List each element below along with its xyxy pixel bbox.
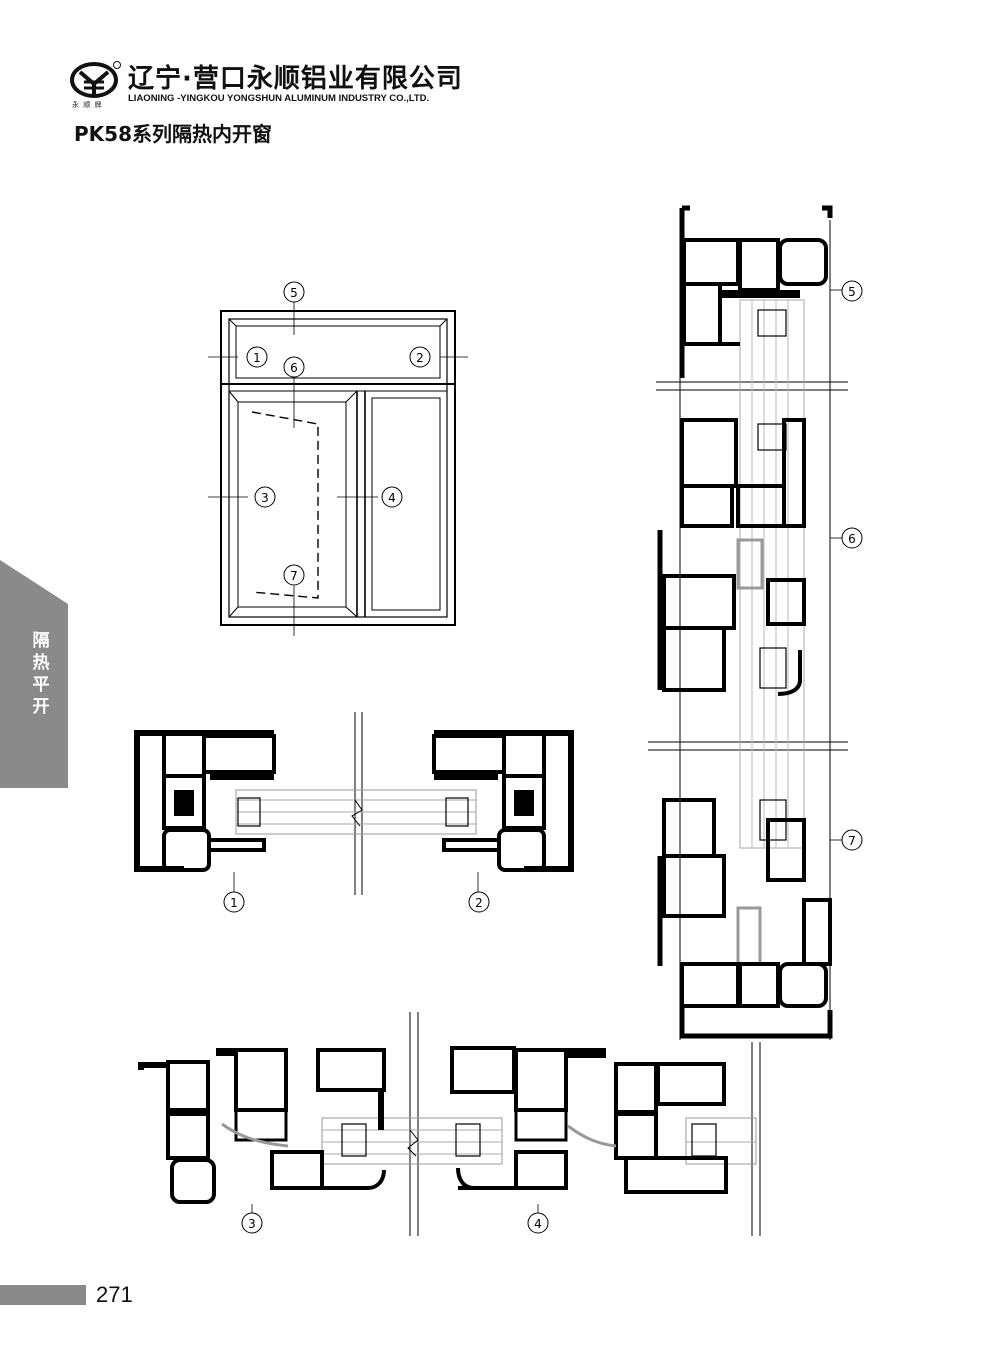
svg-text:7: 7: [848, 834, 856, 848]
brand-mark-text: 永 顺 牌: [72, 101, 103, 109]
svg-text:5: 5: [848, 285, 856, 299]
svg-text:2: 2: [416, 351, 424, 365]
section-1-2: 1 2: [134, 712, 574, 913]
svg-text:6: 6: [848, 532, 856, 546]
svg-text:2: 2: [475, 896, 483, 910]
product-title: PK58系列隔热内开窗: [74, 122, 272, 146]
svg-text:3: 3: [248, 1217, 256, 1231]
section-3-4: 3 4: [138, 1012, 761, 1236]
company-logo-icon: [70, 61, 121, 98]
section-label-2: 2: [468, 891, 490, 913]
company-name-en: LIAONING -YINGKOU YONGSHUN ALUMINUM INDU…: [128, 93, 430, 104]
svg-text:6: 6: [290, 361, 298, 375]
page-number-bar: [0, 1285, 86, 1305]
window-elevation: [208, 300, 468, 636]
section-label-6: 6: [841, 527, 863, 549]
section-label-5: 5: [841, 280, 863, 302]
svg-text:3: 3: [261, 491, 269, 505]
marker-5: 5: [283, 281, 305, 303]
marker-4: 4: [381, 486, 403, 508]
marker-7: 7: [283, 564, 305, 586]
side-category-tab: [0, 560, 68, 788]
svg-text:4: 4: [534, 1217, 542, 1231]
section-label-7: 7: [841, 829, 863, 851]
section-label-4: 4: [527, 1212, 549, 1234]
svg-text:4: 4: [388, 491, 396, 505]
section-label-1: 1: [223, 891, 245, 913]
svg-text:5: 5: [290, 286, 298, 300]
company-name-cn: 辽宁·营口永顺铝业有限公司: [128, 64, 463, 94]
marker-1: 1: [246, 346, 268, 368]
marker-2: 2: [409, 346, 431, 368]
marker-3: 3: [254, 486, 276, 508]
side-category-label: 隔热平开: [32, 631, 50, 717]
svg-text:1: 1: [253, 351, 261, 365]
vertical-section: 5 6 7: [648, 205, 863, 1040]
page-number: 271: [96, 1282, 133, 1307]
section-label-3: 3: [241, 1212, 263, 1234]
marker-6: 6: [283, 356, 305, 378]
svg-text:7: 7: [290, 569, 298, 583]
elevation-markers: 5 1 2 6 3 4 7: [246, 281, 431, 586]
svg-text:1: 1: [230, 896, 238, 910]
